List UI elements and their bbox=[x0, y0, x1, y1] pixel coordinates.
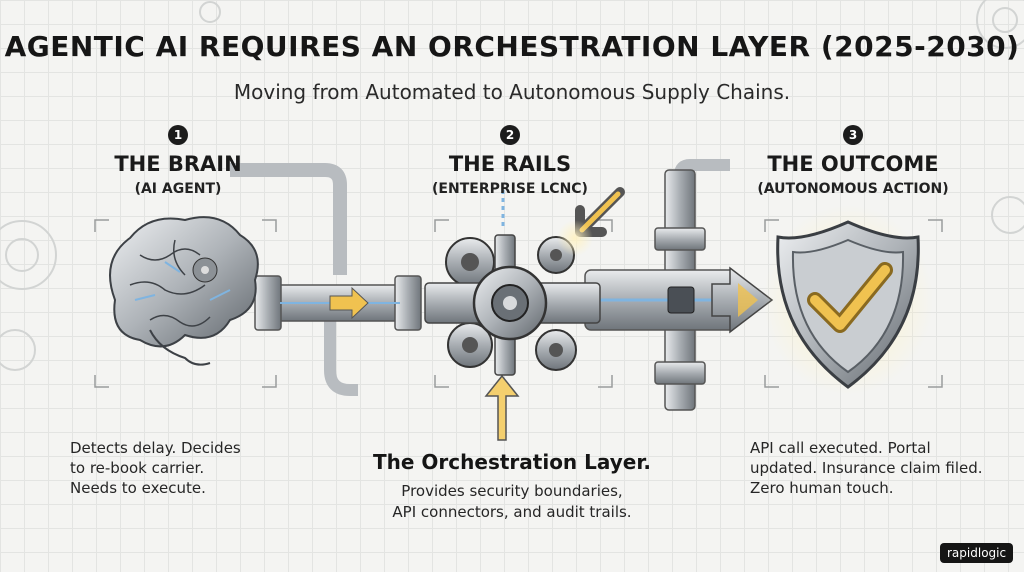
brain-icon bbox=[109, 216, 259, 366]
stage-title: THE OUTCOME bbox=[767, 152, 939, 176]
page-subtitle: Moving from Automated to Autonomous Supp… bbox=[233, 80, 791, 104]
orchestration-description: Provides security boundaries, API connec… bbox=[392, 482, 632, 521]
stage-subtitle: (AI AGENT) bbox=[134, 181, 222, 197]
stage-title: THE BRAIN bbox=[114, 152, 242, 176]
stage-number-badge: 1 bbox=[168, 125, 188, 145]
stage-description: API call executed. Portal updated. Insur… bbox=[750, 439, 983, 497]
stage-description: Detects delay. Decides to re-book carrie… bbox=[70, 439, 241, 497]
background-gear-icon bbox=[0, 0, 1024, 371]
stage-subtitle: (AUTONOMOUS ACTION) bbox=[757, 181, 949, 197]
stage-number-badge: 3 bbox=[843, 125, 863, 145]
page-title: AGENTIC AI REQUIRES AN ORCHESTRATION LAY… bbox=[4, 30, 1020, 63]
gears-icon bbox=[424, 220, 601, 376]
stage-title: THE RAILS bbox=[448, 152, 572, 176]
brand-logo: rapidlogic bbox=[940, 543, 1014, 563]
bracket-frames bbox=[94, 219, 943, 388]
shield-check-icon bbox=[763, 205, 933, 395]
stage-number-badge: 2 bbox=[500, 125, 520, 145]
orchestration-title: The Orchestration Layer. bbox=[373, 450, 651, 474]
stage-subtitle: (ENTERPRISE LCNC) bbox=[432, 181, 588, 197]
